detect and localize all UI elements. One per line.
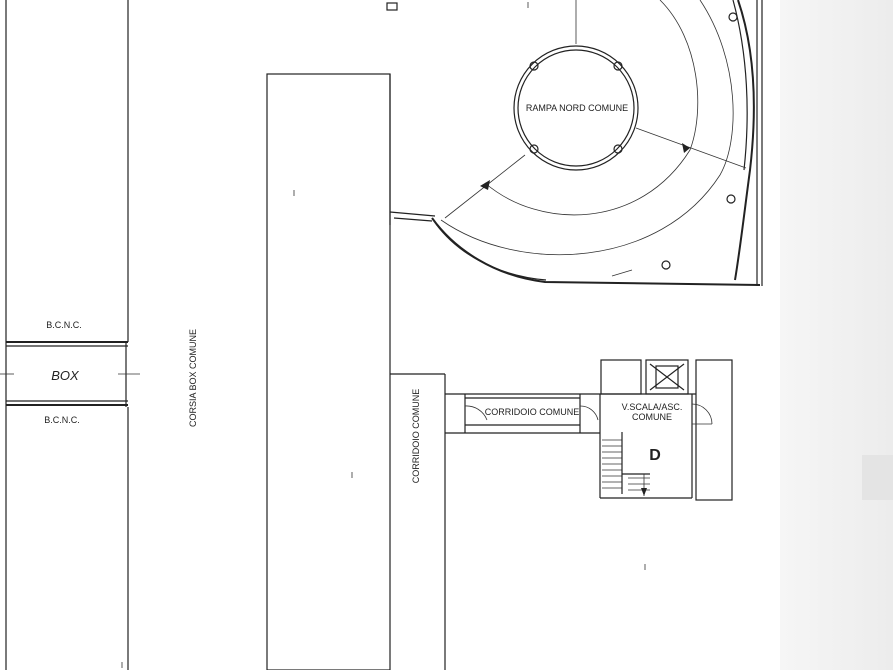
scala-label-line2: COMUNE bbox=[632, 412, 672, 422]
scan-margin-patch bbox=[862, 455, 893, 500]
column-6 bbox=[726, 194, 736, 204]
corridoio-horizontal-label: CORRIDOIO COMUNE bbox=[485, 407, 580, 417]
bcnc-bottom-label: B.C.N.C. bbox=[44, 415, 80, 425]
column-5 bbox=[728, 12, 738, 22]
stair-arrow-icon bbox=[641, 488, 647, 496]
unit-letter: D bbox=[649, 447, 661, 464]
ramp-arrow-icon-a bbox=[480, 180, 490, 190]
box-label: BOX bbox=[51, 368, 80, 383]
central-block bbox=[266, 73, 391, 670]
column-7 bbox=[661, 260, 671, 270]
ramp-arrow-icon-b bbox=[682, 143, 690, 153]
column-2 bbox=[613, 61, 623, 71]
corridor-horizontal bbox=[445, 393, 600, 434]
column-4 bbox=[613, 144, 623, 154]
ramp-top-marker bbox=[386, 2, 398, 11]
box-room bbox=[0, 341, 140, 407]
spiral-ramp bbox=[386, 0, 763, 286]
scan-margin-shadow bbox=[780, 0, 893, 670]
column-1 bbox=[529, 61, 539, 71]
stair-treads bbox=[602, 432, 650, 496]
ramp-label: RAMPA NORD COMUNE bbox=[526, 103, 628, 113]
corsia-label: CORSIA BOX COMUNE bbox=[188, 329, 198, 427]
bcnc-top-label: B.C.N.C. bbox=[46, 320, 82, 330]
scala-label-line1: V.SCALA/ASC. bbox=[622, 402, 683, 412]
corridoio-vertical-label: CORRIDOIO COMUNE bbox=[411, 389, 421, 484]
stair-lift-block bbox=[599, 359, 733, 501]
column-3 bbox=[529, 144, 539, 154]
